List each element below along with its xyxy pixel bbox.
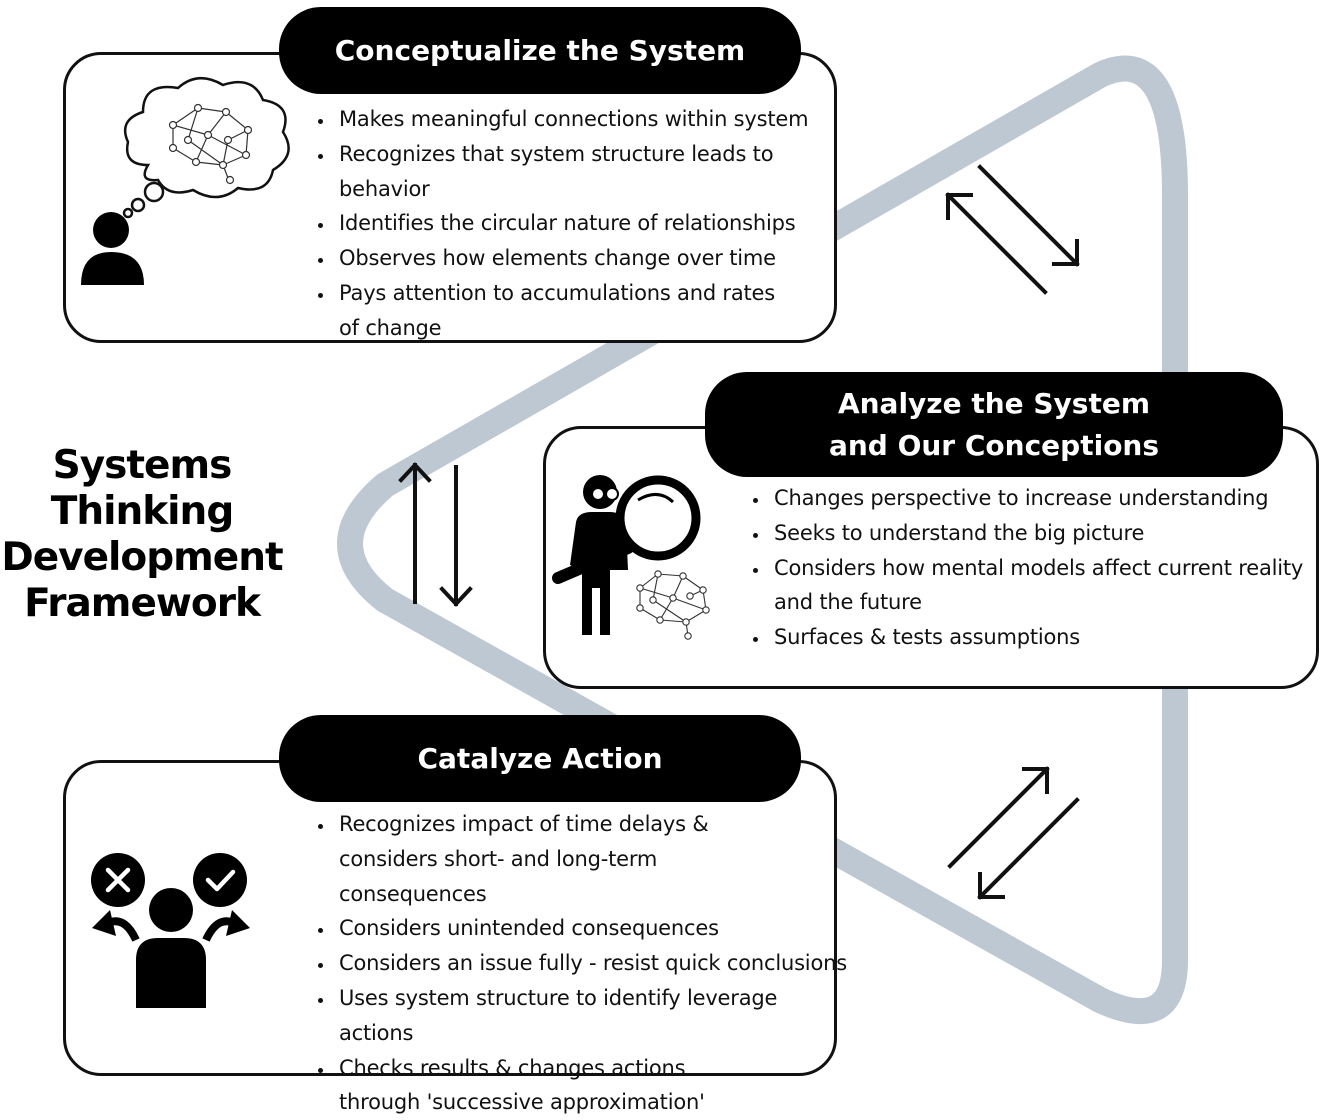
catalyze-bullet-list: Recognizes impact of time delays & consi… bbox=[305, 807, 855, 1120]
catalyze-title: Catalyze Action bbox=[279, 715, 801, 802]
conceptualize-bullet-list: Makes meaningful connections within syst… bbox=[305, 102, 865, 346]
section-title-text: Conceptualize the System bbox=[334, 33, 746, 67]
bidirectional-arrows-icon bbox=[945, 164, 1080, 295]
list-item: Observes how elements change over time bbox=[335, 241, 865, 276]
section-title-text: Analyze the System bbox=[837, 386, 1151, 420]
list-item: Considers how mental models affect curre… bbox=[770, 551, 1320, 621]
list-item: Recognizes impact of time delays & consi… bbox=[335, 807, 809, 911]
list-item: Seeks to understand the big picture bbox=[770, 516, 1320, 551]
framework-title-line: Development bbox=[1, 535, 283, 580]
framework-title-line: Framework bbox=[24, 581, 261, 626]
feedback-loop-background bbox=[337, 55, 1188, 1025]
list-item: Considers unintended consequences bbox=[335, 911, 855, 946]
list-item: Makes meaningful connections within syst… bbox=[335, 102, 865, 137]
list-item: Changes perspective to increase understa… bbox=[770, 481, 1320, 516]
bidirectional-arrows-icon bbox=[947, 766, 1080, 900]
list-item: Surfaces & tests assumptions bbox=[770, 620, 1320, 655]
framework-title-line: Systems bbox=[52, 443, 233, 488]
framework-title-line: Thinking bbox=[50, 489, 235, 534]
list-item: Identifies the circular nature of relati… bbox=[335, 206, 865, 241]
list-item: Uses system structure to identify levera… bbox=[335, 981, 855, 1051]
conceptualize-title: Conceptualize the System bbox=[279, 7, 801, 94]
section-title-text: and Our Conceptions bbox=[828, 428, 1160, 462]
bidirectional-arrows-icon bbox=[398, 462, 473, 607]
list-item: Considers an issue fully - resist quick … bbox=[335, 946, 855, 981]
list-item: Checks results & changes actions through… bbox=[335, 1051, 769, 1120]
thinking-person-brain-icon bbox=[81, 77, 290, 285]
person-decision-icon bbox=[91, 853, 250, 1008]
section-title-text: Catalyze Action bbox=[417, 741, 663, 775]
analyze-title: Analyze the System and Our Conceptions bbox=[705, 372, 1283, 477]
catalyze-card bbox=[63, 760, 837, 1076]
person-magnifying-glass-icon bbox=[552, 475, 710, 640]
list-item: Pays attention to accumulations and rate… bbox=[335, 276, 779, 346]
list-item: Recognizes that system structure leads t… bbox=[335, 137, 865, 207]
analyze-bullet-list: Changes perspective to increase understa… bbox=[740, 481, 1320, 655]
check-icon bbox=[193, 853, 247, 907]
framework-title: Systems Thinking Development Framework bbox=[0, 443, 284, 627]
loop-ring bbox=[337, 55, 1188, 1025]
